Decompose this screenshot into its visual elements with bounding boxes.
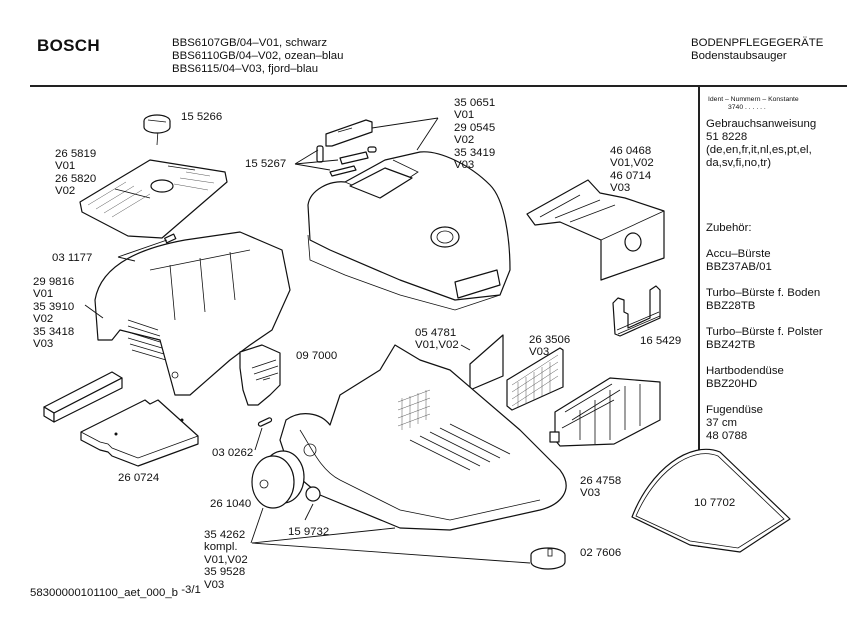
springs-part: [316, 119, 377, 177]
sidebar-divider: [698, 87, 700, 547]
part-label-bag-holder: 16 5429: [640, 335, 682, 347]
part-label-wheel: 26 1040: [210, 498, 252, 510]
ident-value: 3740 . . . . . .: [728, 104, 766, 111]
part-label-star-washer: 15 9732: [288, 526, 330, 538]
accessory-item: Accu–Bürste BBZ37AB/01: [706, 248, 847, 274]
part-label-castor: 02 7606: [580, 547, 622, 559]
knob-part: [143, 114, 171, 146]
accessory-name: Turbo–Bürste f. Polster: [706, 326, 823, 338]
model-v03: BBS6115/04–V03, fjord–blau: [172, 63, 319, 75]
footer: 58300000101100_aet_000_b -3/1: [30, 584, 201, 599]
category-title: BODENPFLEGEGERÄTE: [691, 37, 824, 49]
part-label-flap: 09 7000: [296, 350, 338, 362]
filter-cover-part: [79, 159, 228, 239]
ident-header: Ident – Nummern – Konstante: [708, 96, 799, 103]
flap-part: [239, 344, 281, 406]
document-id: 58300000101100_aet_000_b: [30, 587, 179, 599]
leader-lines: [84, 117, 531, 564]
accessory-code: BBZ20HD: [706, 378, 758, 390]
header-divider: [30, 85, 399, 87]
part-label-motor-filter: 05 4781 V01,V02: [415, 327, 459, 352]
accessory-name: Accu–Bürste: [706, 248, 771, 260]
accessory-item: Hartbodendüse BBZ20HD: [706, 365, 847, 391]
category-block: BODENPFLEGEGERÄTE Bodenstaubsauger: [691, 37, 823, 63]
manual-languages-cont: da,sv,fi,no,tr): [706, 157, 771, 169]
bag-holder-part: [612, 285, 661, 337]
accessories-title: Zubehör:: [706, 222, 752, 234]
category-subtitle: Bodenstaubsauger: [691, 50, 787, 62]
accessory-name: Hartbodendüse: [706, 365, 784, 377]
motor-filter-part: [469, 334, 504, 391]
part-label-clips: 03 1177: [52, 252, 93, 264]
model-v01: BBS6107GB/04–V01, schwarz: [172, 37, 328, 49]
accessory-name: Fugendüse: [706, 404, 763, 416]
rear-housing-part: [94, 231, 291, 396]
part-label-springs: 15 5267: [245, 158, 287, 170]
header-divider-right: [399, 85, 847, 87]
foam-bar-part: [43, 371, 123, 423]
part-label-pad: 26 0724: [118, 472, 160, 484]
brand-logo: BOSCH: [37, 36, 100, 55]
accessory-item: Fugendüse 37 cm 48 0788: [706, 404, 847, 443]
sidebar: Ident – Nummern – Konstante 3740 . . . .…: [706, 96, 847, 443]
accessory-item: Turbo–Bürste f. Boden BBZ28TB: [706, 287, 847, 313]
part-label-hepa-filter: 26 3506 V03: [529, 334, 571, 359]
top-cover-part: [307, 151, 511, 311]
pad-part: [80, 399, 199, 467]
accessory-name: Turbo–Bürste f. Boden: [706, 287, 821, 299]
manual-number: 51 8228: [706, 131, 748, 143]
accessory-code: BBZ28TB: [706, 300, 756, 312]
accessory-item: Turbo–Bürste f. Polster BBZ42TB: [706, 326, 847, 352]
manual-languages: (de,en,fr,it,nl,es,pt,el,: [706, 144, 812, 156]
part-label-base: 35 4262 kompl. V01,V02 35 9528 V03: [204, 529, 248, 591]
accessory-code: BBZ42TB: [706, 339, 756, 351]
model-list: BBS6107GB/04–V01, schwarz BBS6110GB/04–V…: [172, 37, 343, 76]
base-part: [279, 344, 567, 531]
hepa-filter-part: [506, 347, 564, 411]
part-label-rear-housing: 29 9816 V01 35 3910 V02 35 3418 V03: [33, 276, 75, 351]
star-washer-part: [305, 486, 321, 502]
part-label-basket: 26 4758 V03: [580, 475, 622, 500]
manual-title: Gebrauchsanweisung: [706, 118, 817, 130]
manual-block: Gebrauchsanweisung 51 8228 (de,en,fr,it,…: [706, 118, 847, 170]
part-label-seal: 10 7702: [694, 497, 736, 509]
accessory-extra: 37 cm: [706, 417, 738, 429]
basket-part: [549, 377, 661, 447]
clip-part: [164, 233, 177, 244]
wheel-part: [251, 450, 305, 509]
page-number: -3/1: [181, 584, 201, 596]
part-label-pin: 03 0262: [212, 447, 254, 459]
seal-part: [631, 448, 791, 553]
part-label-knob: 15 5266: [181, 111, 223, 123]
model-v02: BBS6110GB/04–V02, ozean–blau: [172, 50, 344, 62]
pin-part: [257, 417, 273, 427]
part-label-filter-cover: 26 5819 V01 26 5820 V02: [55, 148, 97, 198]
part-label-dust-bag: 46 0468 V01,V02 46 0714 V03: [610, 145, 654, 195]
dust-bag-part: [526, 179, 665, 281]
part-label-top-cover: 35 0651 V01 29 0545 V02 35 3419 V03: [454, 97, 496, 172]
accessory-code: BBZ37AB/01: [706, 261, 772, 273]
accessory-code: 48 0788: [706, 430, 748, 442]
castor-part: [530, 547, 566, 570]
